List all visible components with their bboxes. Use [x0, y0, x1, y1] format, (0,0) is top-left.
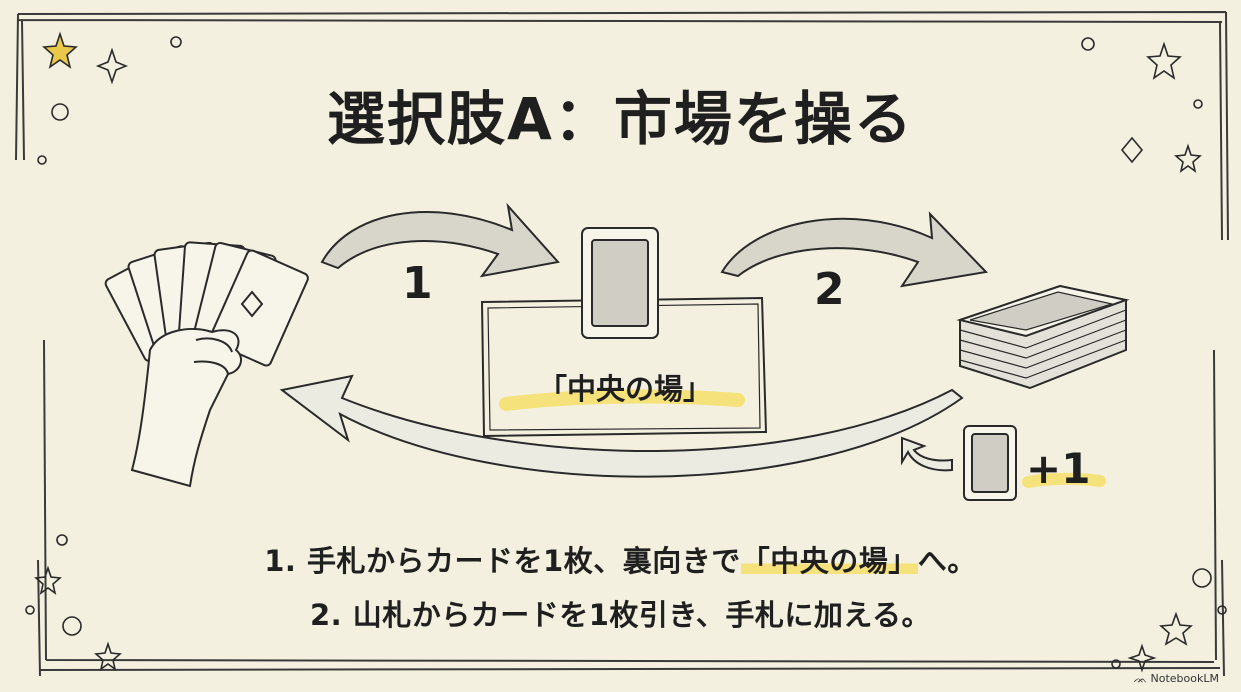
arrow-return-icon	[279, 374, 964, 478]
dot-icon	[25, 605, 35, 615]
instruction-line-2: 2. 山札からカードを1枚引き、手札に加える。	[309, 598, 932, 632]
star-icon	[94, 641, 122, 671]
arrow-step2-icon	[720, 211, 989, 288]
center-label-highlight	[499, 389, 745, 411]
instruction-line-1-highlight: 「中央の場」	[740, 544, 918, 578]
star-icon	[42, 31, 78, 69]
step2-number: 2	[814, 264, 845, 315]
dot-icon	[1111, 659, 1121, 669]
dot-icon	[1193, 99, 1203, 109]
arrow-step1-icon	[320, 202, 560, 278]
star-icon	[34, 565, 62, 595]
drawn-card-icon	[963, 425, 1017, 501]
star-icon	[1159, 611, 1193, 646]
dot-icon	[1081, 37, 1095, 51]
hand-with-cards-icon	[104, 241, 309, 488]
dot-icon	[51, 103, 69, 121]
dot-icon	[56, 534, 68, 546]
page-title: 選択肢A：市場を操る	[327, 85, 914, 153]
sparkle-icon	[95, 47, 129, 85]
instruction-line-1-prefix: 1. 手札からカードを1枚、裏向きで	[264, 544, 741, 578]
dot-icon	[1217, 605, 1227, 615]
dot-icon	[62, 616, 82, 636]
instruction-line-1-suffix: へ。	[917, 544, 977, 578]
face-down-card-icon	[581, 227, 659, 339]
decorations	[25, 31, 1227, 673]
dot-icon	[37, 155, 47, 165]
star-icon	[1146, 41, 1182, 80]
arrow-draw-icon	[901, 436, 953, 472]
plus-one-highlight	[1022, 472, 1106, 488]
watermark: ᨏ NotebookLM	[1133, 672, 1219, 686]
notebooklm-logo-icon: ᨏ	[1133, 672, 1151, 685]
center-zone-box	[480, 296, 768, 438]
watermark-text: NotebookLM	[1150, 672, 1219, 685]
deck-icon	[956, 284, 1130, 390]
instruction-line-1: 1. 手札からカードを1枚、裏向きで「中央の場」へ。	[0, 538, 1241, 580]
step1-number: 1	[402, 258, 433, 309]
center-zone-label: 「中央の場」	[537, 372, 712, 406]
diamond-icon	[1120, 136, 1144, 164]
border-frame	[15, 11, 1229, 677]
star-icon	[1174, 143, 1202, 173]
draw-badge: +1	[1026, 444, 1091, 493]
dot-icon	[170, 36, 182, 48]
sparkle-icon	[1127, 643, 1157, 673]
dot-icon	[1192, 568, 1212, 588]
